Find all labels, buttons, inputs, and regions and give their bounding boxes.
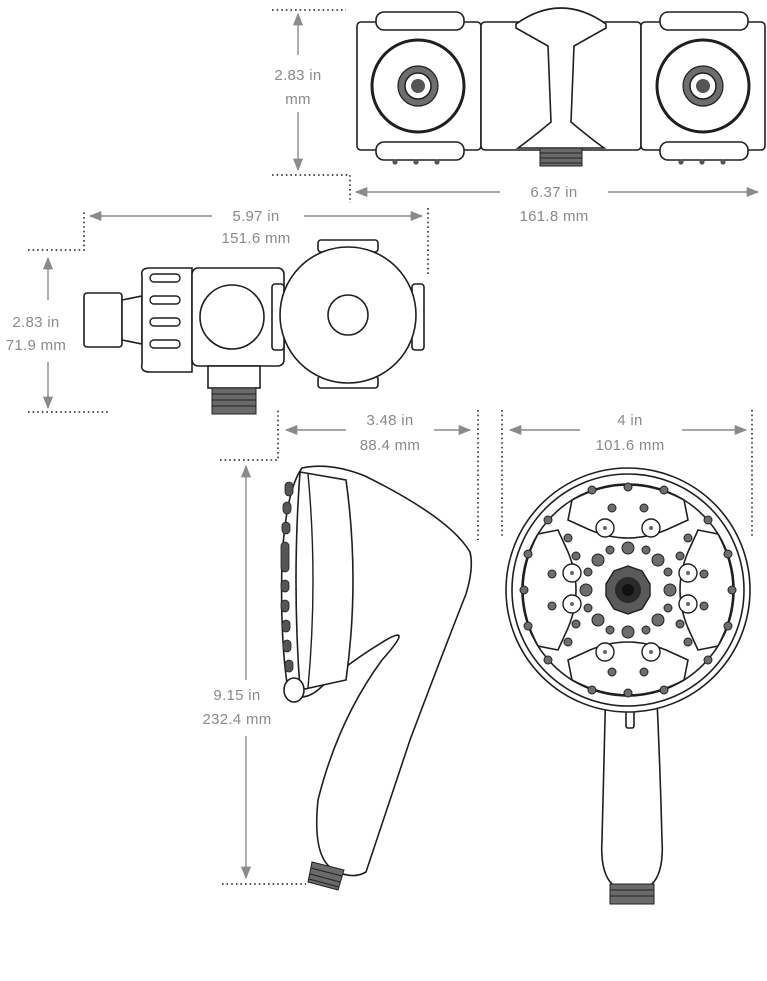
top-width-dimension: 6.37 in 161.8 mm	[354, 184, 760, 225]
head-diameter-mm: 101.6 mm	[595, 437, 664, 454]
head-length-inches: 9.15 in	[213, 687, 260, 704]
top-height-inches: 2.83 in	[274, 67, 321, 84]
diverter-side-view	[83, 239, 425, 415]
head-diameter-inches: 4 in	[617, 412, 642, 429]
mid-height-mm: 71.9 mm	[6, 337, 66, 354]
mid-width-inches: 5.97 in	[232, 208, 279, 225]
outer-nozzles	[519, 482, 737, 698]
handshower-side-view	[280, 465, 473, 891]
mid-height-inches: 2.83 in	[12, 314, 59, 331]
diverter-top-view	[356, 7, 766, 167]
spray-rosettes	[562, 518, 698, 662]
head-length-dimension: 9.15 in 232.4 mm	[202, 410, 306, 885]
top-width-inches: 6.37 in	[530, 184, 577, 201]
inner-nozzles	[571, 541, 685, 639]
head-diameter-dimension: 4 in 101.6 mm	[501, 410, 753, 536]
handshower-front-view	[505, 467, 751, 905]
head-depth-mm: 88.4 mm	[360, 437, 420, 454]
head-depth-dimension: 3.48 in 88.4 mm	[284, 410, 479, 540]
top-height-mm: mm	[285, 91, 311, 108]
head-depth-inches: 3.48 in	[366, 412, 413, 429]
top-height-dimension: 2.83 in mm	[272, 9, 351, 203]
top-width-mm: 161.8 mm	[519, 208, 588, 225]
head-length-mm: 232.4 mm	[202, 711, 271, 728]
mid-height-dimension: 2.83 in 71.9 mm	[6, 256, 110, 413]
mid-width-dimension: 5.97 in 151.6 mm	[28, 208, 429, 274]
mid-width-mm: 151.6 mm	[221, 230, 290, 247]
